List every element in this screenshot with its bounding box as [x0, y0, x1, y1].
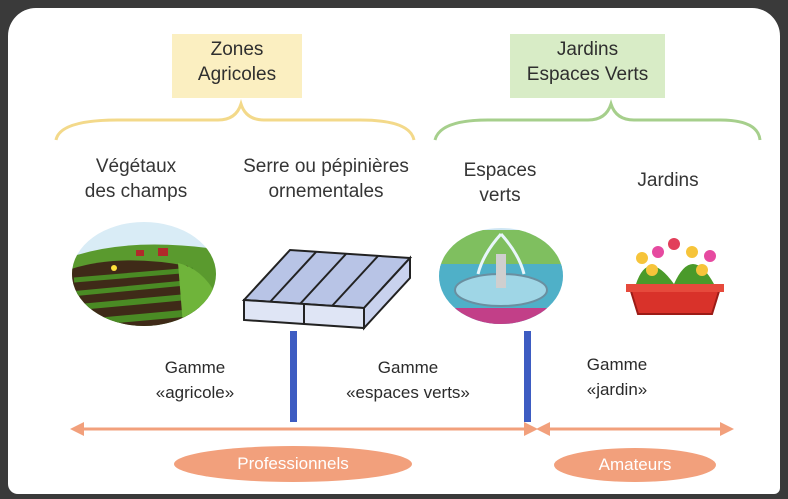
- amateurs-arrow: [536, 422, 734, 436]
- header-zones-agricoles: Zones Agricoles: [172, 34, 302, 98]
- category-espaces-line2: verts: [479, 185, 521, 206]
- divider-agricole-espaces: [290, 331, 297, 422]
- flower-planter-image: [626, 238, 724, 315]
- category-jardins: Jardins: [620, 168, 716, 193]
- fountain-image: [439, 228, 563, 324]
- diagram-graphics: [54, 98, 762, 436]
- gamme-espaces-verts: Gamme «espaces verts»: [318, 355, 498, 405]
- category-champs-line2: des champs: [84, 181, 188, 202]
- category-jardins-line1: Jardins: [637, 170, 699, 191]
- category-espaces-line1: Espaces: [463, 160, 537, 181]
- gamme-jardin-line2: «jardin»: [586, 380, 648, 399]
- gamme-agricole-line2: «agricole»: [155, 383, 235, 402]
- field-image: [72, 222, 216, 326]
- agricole-brace: [54, 98, 416, 141]
- category-serre: Serre ou pépinières ornementales: [216, 154, 436, 204]
- gamme-jardin-line1: Gamme: [586, 355, 648, 374]
- category-champs: Végétaux des champs: [66, 154, 206, 204]
- greenhouse-image: [241, 248, 413, 331]
- category-serre-line1: Serre ou pépinières: [243, 156, 409, 177]
- gamme-agricole: Gamme «agricole»: [130, 355, 260, 405]
- professionnels-arrow: [70, 422, 538, 436]
- divider-espaces-jardin: [524, 331, 531, 422]
- category-serre-line2: ornementales: [268, 181, 384, 202]
- category-champs-line1: Végétaux: [95, 156, 177, 177]
- header-zones-agricoles-line1: Zones: [210, 39, 264, 60]
- diagram-frame: Zones Agricoles Jardins Espaces Verts: [8, 8, 780, 494]
- gamme-espaces-line2: «espaces verts»: [346, 383, 470, 402]
- header-zones-agricoles-line2: Agricoles: [197, 64, 277, 85]
- gamme-agricole-line1: Gamme: [164, 358, 226, 377]
- header-jardins-line1: Jardins: [556, 39, 619, 60]
- amateurs-pill: Amateurs: [554, 448, 716, 482]
- professionnels-pill: Professionnels: [174, 446, 412, 482]
- gamme-espaces-line1: Gamme: [377, 358, 439, 377]
- header-jardins-line2: Espaces Verts: [526, 64, 649, 85]
- espaces-verts-brace: [433, 98, 762, 141]
- header-jardins-espaces-verts: Jardins Espaces Verts: [510, 34, 665, 98]
- category-espaces-verts: Espaces verts: [452, 158, 548, 208]
- gamme-jardin: Gamme «jardin»: [562, 352, 672, 402]
